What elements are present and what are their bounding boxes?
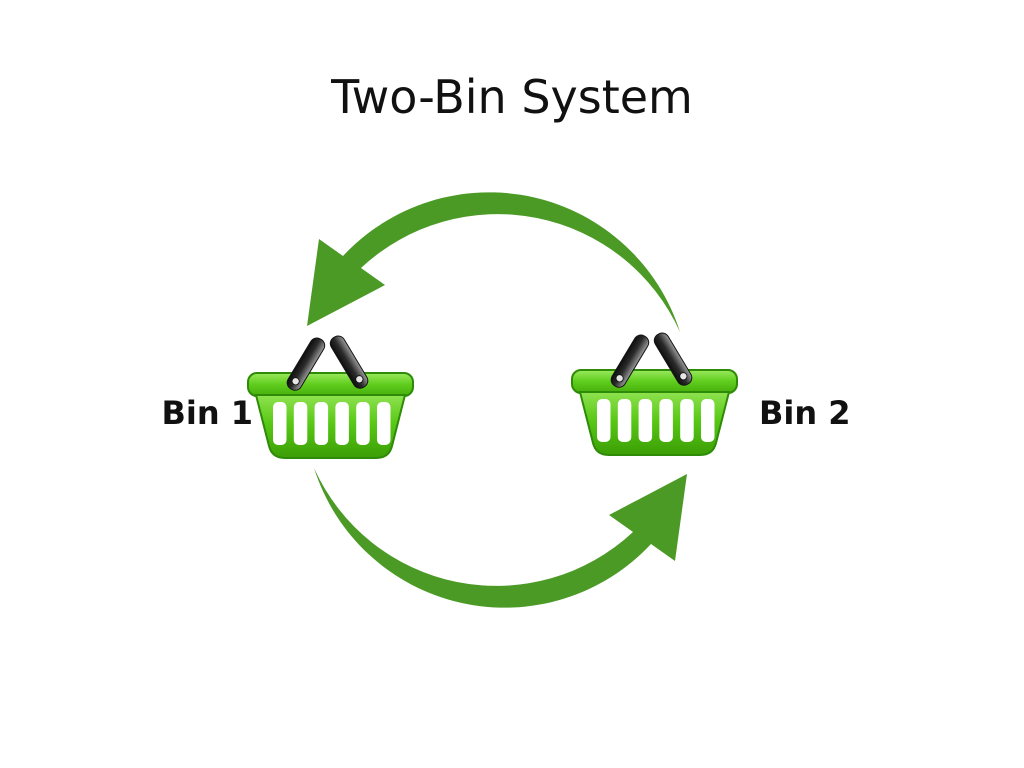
- basket-bin1-icon: [247, 332, 414, 459]
- page-title: Two-Bin System: [330, 70, 693, 124]
- bin1-label: Bin 1: [161, 394, 253, 432]
- basket-bin2-icon: [571, 329, 738, 456]
- bin2-label: Bin 2: [759, 394, 851, 432]
- cycle-arrow-bottom-icon: [314, 468, 687, 608]
- cycle-arrow-top-icon: [307, 192, 680, 332]
